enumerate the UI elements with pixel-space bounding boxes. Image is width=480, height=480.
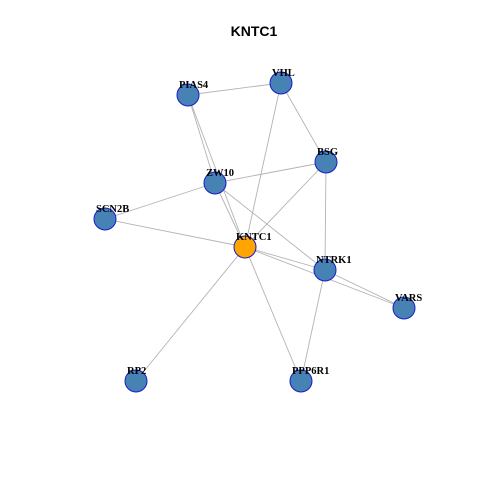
node-label-rp2: RP2 [127,366,146,377]
edge-ntrk1-vars [324,269,405,309]
node-pias4[interactable] [176,83,200,107]
graph-title: KNTC1 [231,23,278,39]
node-ppp6r1[interactable] [289,369,313,393]
node-label-zw10: ZW10 [206,168,234,179]
node-label-scn2b: SCN2B [96,204,129,215]
edge-pias4-kntc1 [187,94,246,248]
node-label-pias4: PIAS4 [179,80,209,91]
edge-vhl-bsg [280,82,327,163]
node-label-ntrk1: NTRK1 [316,255,352,266]
edge-bsg-zw10 [214,161,327,184]
node-ntrk1[interactable] [313,258,337,282]
edge-scn2b-kntc1 [104,218,246,248]
edge-kntc1-ppp6r1 [244,246,302,382]
node-label-kntc1: KNTC1 [236,232,272,243]
edge-kntc1-rp2 [135,246,246,382]
node-label-bsg: BSG [317,147,338,158]
node-bsg[interactable] [314,150,338,174]
edge-bsg-ntrk1 [324,161,327,271]
edge-pias4-vhl [187,82,282,96]
edge-zw10-kntc1 [214,182,246,248]
edge-bsg-kntc1 [244,161,327,248]
node-scn2b[interactable] [93,207,117,231]
node-label-ppp6r1: PPP6R1 [292,366,329,377]
node-label-vars: VARS [395,293,422,304]
edge-vhl-kntc1 [244,82,282,248]
edge-pias4-zw10 [187,94,216,184]
edge-kntc1-ntrk1 [244,246,326,271]
edge-zw10-ntrk1 [214,182,326,271]
node-vars[interactable] [392,296,416,320]
node-kntc1[interactable] [233,235,257,259]
node-zw10[interactable] [203,171,227,195]
edge-zw10-scn2b [104,182,216,220]
nodes-layer [93,71,416,393]
node-rp2[interactable] [124,369,148,393]
node-vhl[interactable] [269,71,293,95]
node-label-vhl: VHL [272,68,295,79]
edge-ntrk1-ppp6r1 [300,269,326,382]
